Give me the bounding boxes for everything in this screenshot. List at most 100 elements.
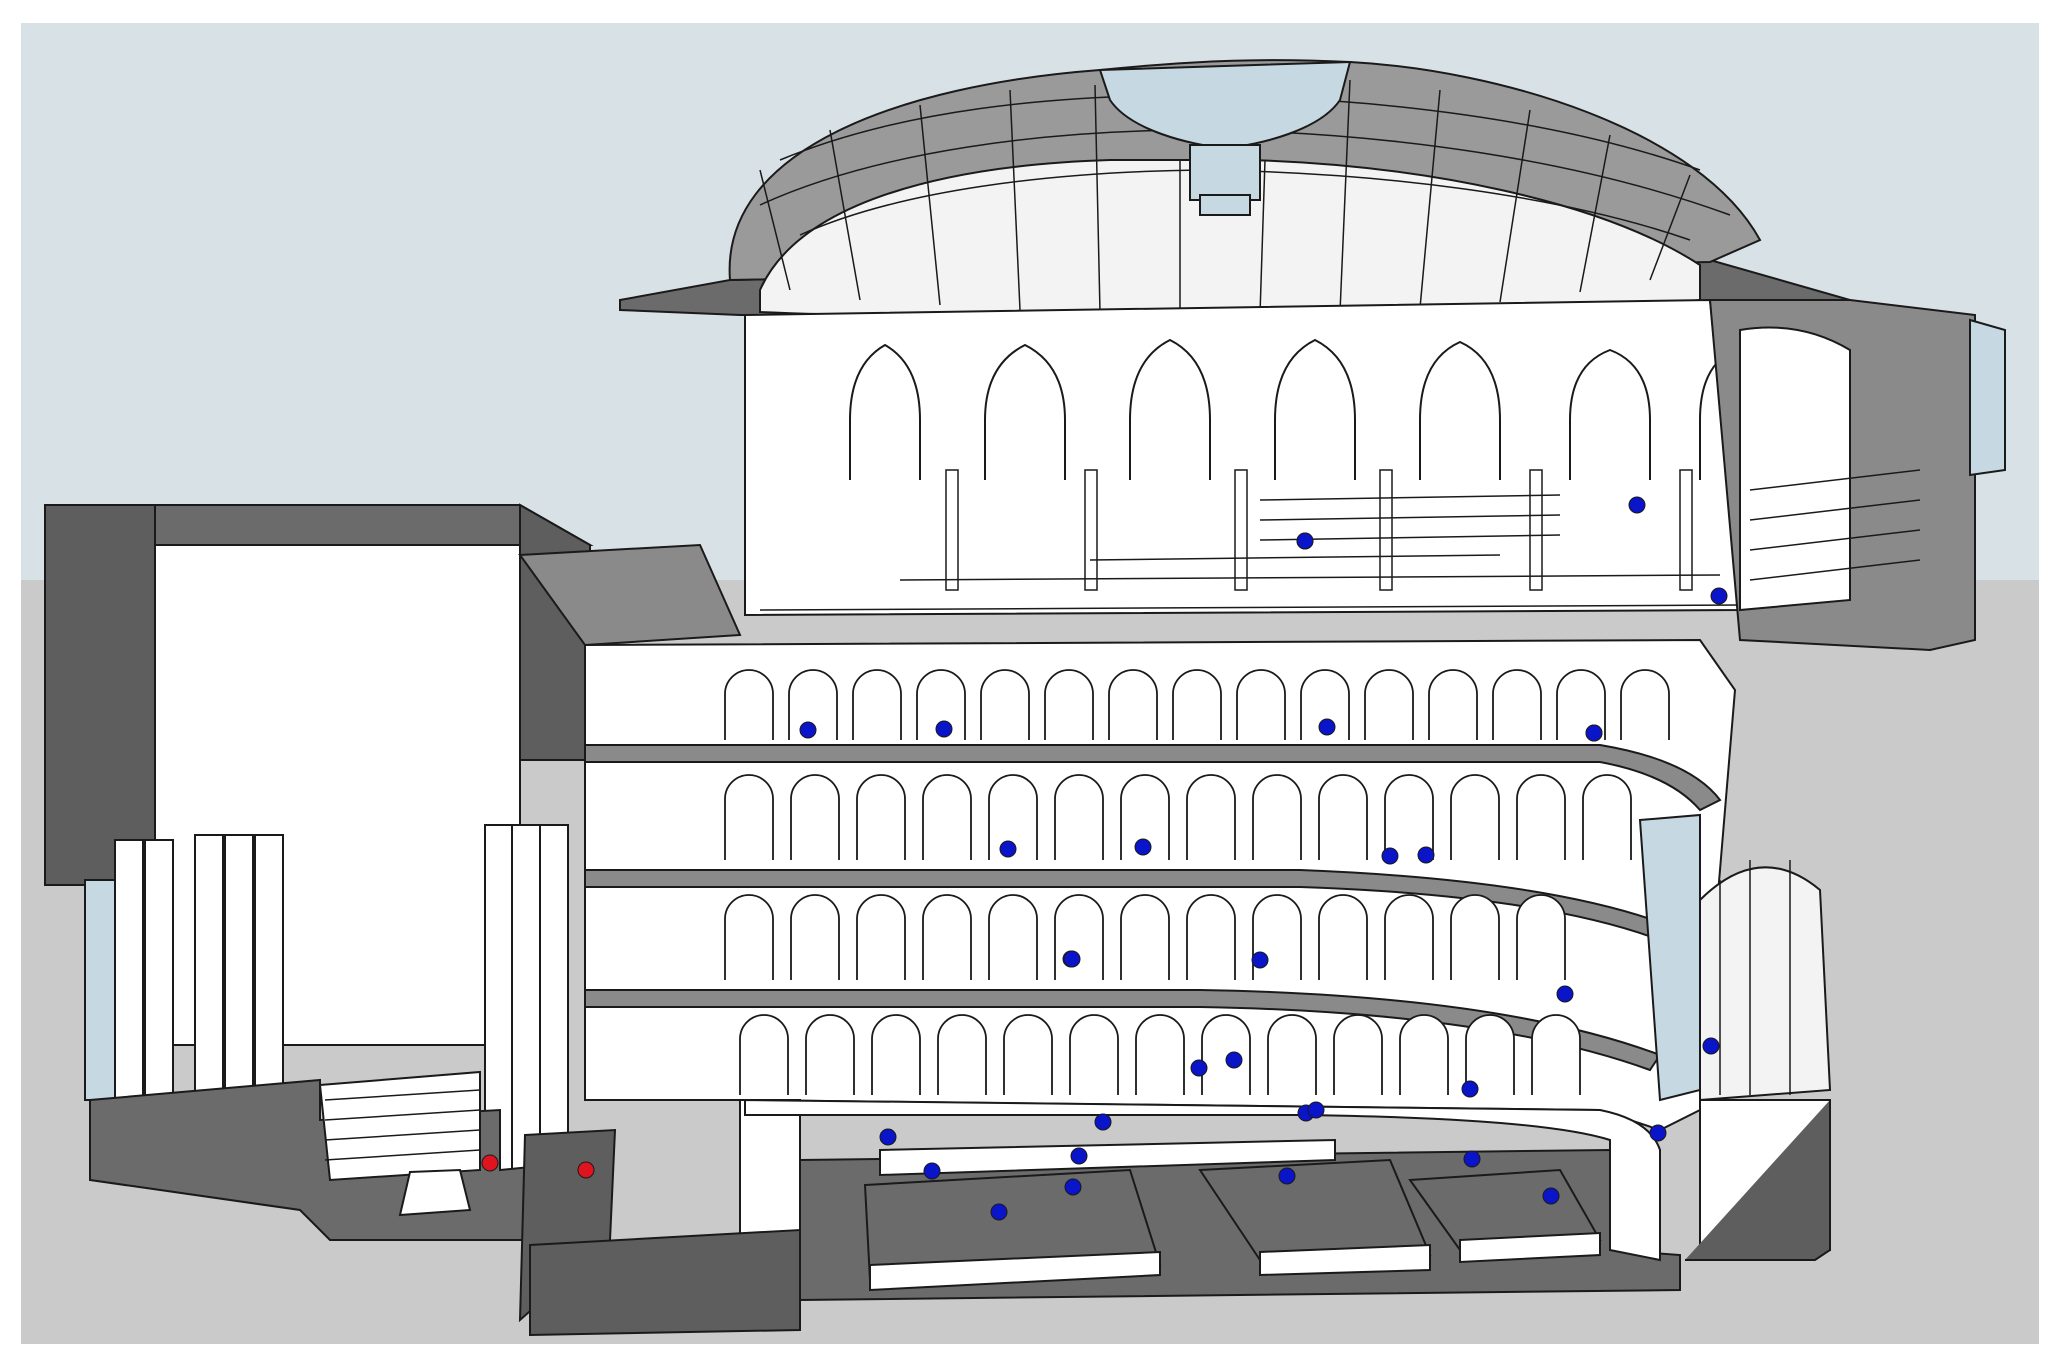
box-arch-tier-1-11 <box>1364 669 1414 740</box>
sources-marker-1 <box>481 1154 499 1172</box>
box-arch-tier-4-7 <box>1135 1014 1185 1095</box>
receivers-marker-4 <box>799 721 817 739</box>
box-arches <box>724 669 1670 1095</box>
receivers-marker-17 <box>1461 1080 1479 1098</box>
box-arch-tier-2-11 <box>1384 774 1434 860</box>
receivers-marker-15 <box>1190 1059 1208 1077</box>
receivers-marker-5 <box>935 720 953 738</box>
receivers-marker-22 <box>1070 1147 1088 1165</box>
orchestra-pit-step <box>398 1168 472 1217</box>
box-tiers <box>584 638 1737 1132</box>
box-arch-tier-1-1 <box>724 669 774 740</box>
tier-3-band <box>584 989 1662 1072</box>
box-arch-tier-1-12 <box>1428 669 1478 740</box>
box-arch-tier-4-4 <box>937 1014 987 1095</box>
upper-gallery <box>744 298 1771 617</box>
stage-columns-left <box>84 824 569 1171</box>
box-arch-tier-3-4 <box>922 894 972 980</box>
receivers-marker-14 <box>1556 985 1574 1003</box>
box-arch-tier-1-4 <box>916 669 966 740</box>
box-arch-tier-4-11 <box>1399 1014 1449 1095</box>
receivers-marker-2 <box>1628 496 1646 514</box>
box-arch-tier-3-10 <box>1318 894 1368 980</box>
measurement-markers <box>481 496 1728 1221</box>
receivers-marker-20 <box>879 1128 897 1146</box>
box-arch-tier-2-6 <box>1054 774 1104 860</box>
stage-stairs <box>318 1070 481 1182</box>
box-arch-tier-4-8 <box>1201 1014 1251 1095</box>
receivers-marker-23 <box>1094 1113 1112 1131</box>
box-arch-tier-1-6 <box>1044 669 1094 740</box>
box-arch-tier-2-4 <box>922 774 972 860</box>
receivers-marker-29 <box>1542 1187 1560 1205</box>
stalls-platform-2-edge <box>1259 1243 1431 1277</box>
pit-front-curve <box>744 1098 1661 1262</box>
box-arch-tier-2-5 <box>988 774 1038 860</box>
receivers-marker-8 <box>999 840 1017 858</box>
receivers-marker-30 <box>1307 1101 1325 1119</box>
box-arch-tier-4-5 <box>1003 1014 1053 1095</box>
receivers-marker-31 <box>1296 532 1314 550</box>
tier-1-band <box>584 744 1722 812</box>
receivers-marker-33 <box>1063 950 1081 968</box>
box-arch-tier-3-13 <box>1516 894 1566 980</box>
box-arch-tier-3-12 <box>1450 894 1500 980</box>
box-arch-tier-2-14 <box>1582 774 1632 860</box>
receivers-marker-16 <box>1225 1051 1243 1069</box>
box-arch-tier-3-11 <box>1384 894 1434 980</box>
receivers-marker-18 <box>1702 1037 1720 1055</box>
box-arch-tier-3-5 <box>988 894 1038 980</box>
box-arch-tier-2-7 <box>1120 774 1170 860</box>
box-arch-tier-4-2 <box>805 1014 855 1095</box>
receivers-marker-32 <box>1585 724 1603 742</box>
receivers-marker-28 <box>1463 1150 1481 1168</box>
stage-house-left-wall <box>44 504 156 886</box>
box-arch-tier-1-3 <box>852 669 902 740</box>
box-arch-tier-3-3 <box>856 894 906 980</box>
box-arch-tier-2-2 <box>790 774 840 860</box>
dome <box>619 59 1851 319</box>
box-arch-tier-4-9 <box>1267 1014 1317 1095</box>
box-arch-tier-1-13 <box>1492 669 1542 740</box>
stalls-rear-step <box>879 1138 1336 1177</box>
receivers-marker-26 <box>990 1203 1008 1221</box>
proscenium-vault <box>518 543 742 647</box>
receivers-marker-27 <box>1278 1167 1296 1185</box>
stage-floor <box>89 1070 617 1323</box>
right-wing-upper <box>1708 299 2006 652</box>
box-arch-tier-3-2 <box>790 894 840 980</box>
stair-tower <box>1638 813 1832 1261</box>
receivers-marker-6 <box>1318 718 1336 736</box>
receivers-marker-13 <box>1251 951 1269 969</box>
receivers-marker-19 <box>1649 1124 1667 1142</box>
lantern-base <box>1199 194 1251 216</box>
stair-lines <box>324 1089 481 1161</box>
box-arch-tier-2-9 <box>1252 774 1302 860</box>
stalls-platform-1-edge <box>869 1250 1161 1292</box>
stalls-platform-3-edge <box>1459 1231 1601 1264</box>
gothic-arches <box>849 338 1771 480</box>
image-border <box>19 21 2041 1346</box>
box-arch-tier-2-1 <box>724 774 774 860</box>
receivers-marker-11 <box>1417 846 1435 864</box>
box-arch-tier-1-8 <box>1172 669 1222 740</box>
receivers-marker-25 <box>1064 1178 1082 1196</box>
box-arch-tier-2-10 <box>1318 774 1368 860</box>
receivers-marker-10 <box>1381 847 1399 865</box>
box-arch-tier-4-3 <box>871 1014 921 1095</box>
box-arch-tier-4-13 <box>1531 1014 1581 1095</box>
box-arch-tier-4-10 <box>1333 1014 1383 1095</box>
sources-marker-2 <box>577 1161 595 1179</box>
box-arch-tier-4-1 <box>739 1014 789 1095</box>
pit-front-step <box>529 1228 801 1337</box>
box-arch-tier-4-12 <box>1465 1014 1515 1095</box>
box-arch-tier-1-7 <box>1108 669 1158 740</box>
receivers-marker-21 <box>923 1162 941 1180</box>
stalls-pit <box>529 1098 1681 1337</box>
box-arch-tier-3-8 <box>1186 894 1236 980</box>
box-arch-tier-2-12 <box>1450 774 1500 860</box>
box-arch-tier-1-14 <box>1556 669 1606 740</box>
lantern-drum <box>1189 144 1261 201</box>
receivers-marker-3 <box>1710 587 1728 605</box>
